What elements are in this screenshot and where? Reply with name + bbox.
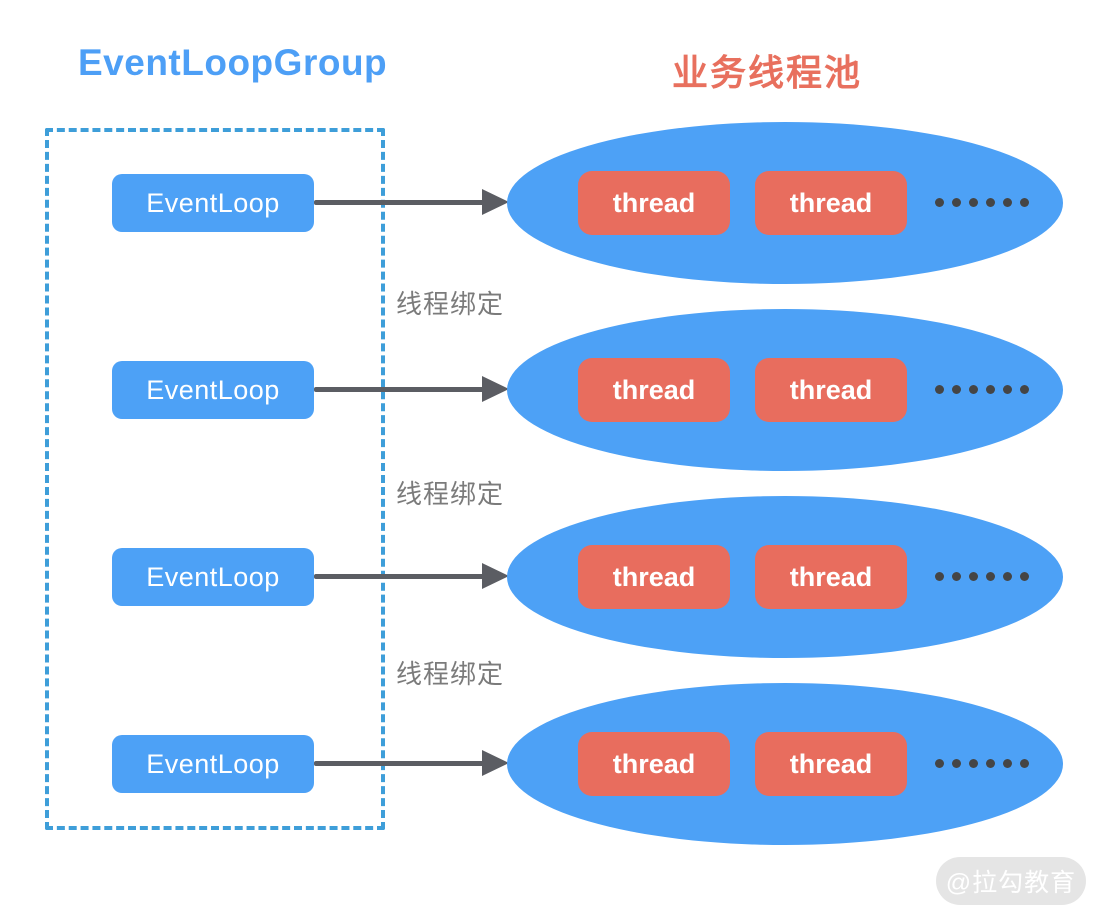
eventloop-node: EventLoop [112, 174, 314, 232]
thread-node: thread [578, 171, 730, 235]
thread-pool-ellipse: thread thread [507, 683, 1063, 845]
arrow-line [314, 200, 484, 205]
diagram-row: EventLoop thread thread [0, 122, 1109, 284]
thread-node: thread [755, 545, 907, 609]
eventloop-node: EventLoop [112, 361, 314, 419]
arrow-head-icon [482, 750, 509, 776]
arrow-line [314, 387, 484, 392]
thread-binding-label: 线程绑定 [396, 289, 505, 319]
arrow-line [314, 574, 484, 579]
ellipsis-dots-icon [935, 759, 1029, 768]
diagram-row: EventLoop thread thread [0, 309, 1109, 471]
ellipsis-dots-icon [935, 572, 1029, 581]
thread-node: thread [755, 358, 907, 422]
thread-node: thread [578, 358, 730, 422]
eventloop-node: EventLoop [112, 735, 314, 793]
arrow-head-icon [482, 189, 509, 215]
business-thread-pool-title: 业务线程池 [672, 52, 863, 93]
arrow-line [314, 761, 484, 766]
thread-binding-label: 线程绑定 [396, 479, 505, 509]
thread-binding-label: 线程绑定 [396, 659, 505, 689]
eventloop-node: EventLoop [112, 548, 314, 606]
watermark-badge: @拉勾教育 [936, 857, 1086, 905]
thread-node: thread [578, 732, 730, 796]
diagram-row: EventLoop thread thread [0, 496, 1109, 658]
diagram-row: EventLoop thread thread [0, 683, 1109, 845]
arrow-head-icon [482, 563, 509, 589]
ellipsis-dots-icon [935, 198, 1029, 207]
thread-pool-ellipse: thread thread [507, 309, 1063, 471]
thread-node: thread [578, 545, 730, 609]
thread-node: thread [755, 171, 907, 235]
thread-pool-ellipse: thread thread [507, 496, 1063, 658]
eventloopgroup-title: EventLoopGroup [78, 42, 388, 83]
eventloopgroup-dashed-box [45, 128, 385, 830]
thread-node: thread [755, 732, 907, 796]
ellipsis-dots-icon [935, 385, 1029, 394]
arrow-head-icon [482, 376, 509, 402]
thread-pool-ellipse: thread thread [507, 122, 1063, 284]
